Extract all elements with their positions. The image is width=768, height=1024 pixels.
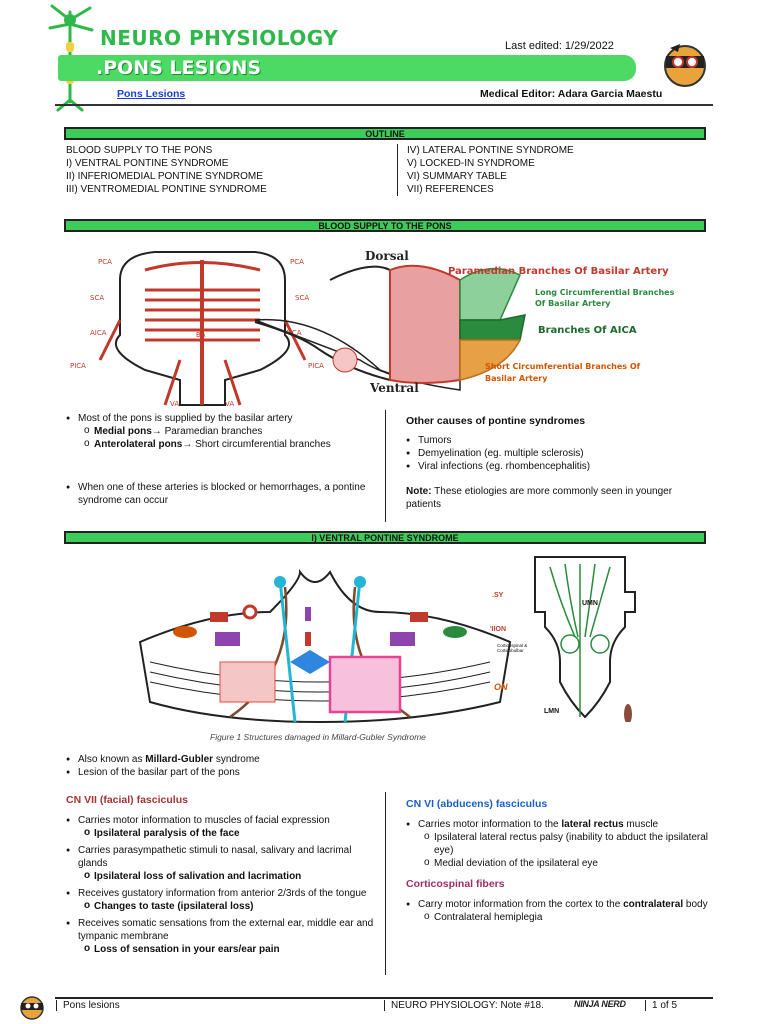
label-pica-left: PICA bbox=[70, 362, 86, 370]
list-item: Most of the pons is supplied by the basi… bbox=[66, 412, 376, 425]
list-item: Demyelination (eg. multiple sclerosis) bbox=[406, 447, 706, 460]
footer-divider bbox=[55, 997, 713, 999]
label-sca-left: SCA bbox=[90, 294, 104, 302]
label-sca-right: SCA bbox=[295, 294, 309, 302]
footer-title: Pons lesions bbox=[56, 1000, 120, 1011]
note-title-text: PONS LESIONS bbox=[103, 57, 262, 79]
blood-supply-left-text: Most of the pons is supplied by the basi… bbox=[66, 412, 376, 507]
other-causes-title: Other causes of pontine syndromes bbox=[406, 415, 586, 427]
label-long-circ-2: Of Basilar Artery bbox=[535, 299, 611, 308]
label-paramedian: Paramedian Branches Of Basilar Artery bbox=[448, 266, 669, 277]
medical-editor: Medical Editor: Adara Garcia Maestu bbox=[480, 88, 663, 100]
outline-item[interactable]: I) VENTRAL PONTINE SYNDROME bbox=[66, 158, 229, 169]
label-sy: .SY bbox=[492, 592, 504, 599]
label-aica-left: AICA bbox=[90, 329, 107, 337]
list-item: Also known as Millard-Gubler syndrome bbox=[66, 753, 706, 766]
ventral-intro: Also known as Millard-Gubler syndrome Le… bbox=[66, 753, 706, 779]
label-va-left: VA bbox=[170, 400, 179, 408]
list-sub-item: Contralateral hemiplegia bbox=[406, 910, 711, 924]
label-long-circ-1: Long Circumferential Branches bbox=[535, 288, 675, 297]
figure-caption: Figure 1 Structures damaged in Millard-G… bbox=[210, 732, 426, 742]
column-divider bbox=[385, 410, 386, 522]
outline-right: IV) LATERAL PONTINE SYNDROME V) LOCKED-I… bbox=[407, 144, 707, 196]
list-sub-item: Ipsilateral paralysis of the face bbox=[66, 826, 382, 840]
corticospinal-title: Corticospinal fibers bbox=[406, 878, 505, 890]
brainstem-diagram bbox=[98, 251, 307, 406]
list-item: Tumors bbox=[406, 434, 706, 447]
label-aica-right: AICA bbox=[285, 329, 302, 337]
header-divider bbox=[55, 104, 713, 106]
label-aica-branches: Branches Of AICA bbox=[538, 325, 637, 336]
list-sub-item: Changes to taste (ipsilateral loss) bbox=[66, 899, 382, 913]
outline-item[interactable]: VII) REFERENCES bbox=[407, 184, 494, 195]
cn6-title: CN VI (abducens) fasciculus bbox=[406, 798, 548, 810]
list-sub-item: Loss of sensation in your ears/ear pain bbox=[66, 942, 382, 956]
outline-item[interactable]: BLOOD SUPPLY TO THE PONS bbox=[66, 145, 213, 156]
label-ion: 'IION bbox=[490, 626, 507, 633]
pons-cross-section bbox=[254, 264, 526, 391]
label-umn: UMN bbox=[582, 600, 598, 607]
title-banner bbox=[58, 55, 636, 81]
label-pca-right: PCA bbox=[290, 258, 304, 266]
ninja-footer-icon bbox=[20, 996, 44, 1020]
cn7-section: CN VII (facial) fasciculus Carries motor… bbox=[66, 794, 382, 956]
outline-item[interactable]: III) VENTROMEDIAL PONTINE SYNDROME bbox=[66, 184, 267, 195]
list-sub-item: Medial pons→ Paramedian branches bbox=[66, 424, 376, 438]
pons-lesions-link[interactable]: Pons Lesions bbox=[117, 88, 186, 100]
label-on: ON bbox=[494, 682, 508, 692]
label-dorsal: Dorsal bbox=[365, 249, 409, 263]
course-title: NEURO PHYSIOLOGY bbox=[100, 26, 339, 50]
ninja-mascot-icon bbox=[664, 44, 706, 87]
label-pca-left: PCA bbox=[98, 258, 112, 266]
list-item: When one of these arteries is blocked or… bbox=[66, 481, 376, 507]
list-item: Carries motor information to muscles of … bbox=[66, 814, 382, 827]
label-lmn: LMN bbox=[544, 708, 560, 715]
column-divider bbox=[385, 792, 386, 975]
blood-supply-bar: BLOOD SUPPLY TO THE PONS bbox=[64, 219, 706, 232]
list-item: Carries motor information to the lateral… bbox=[406, 818, 711, 831]
list-item: Lesion of the basilar part of the pons bbox=[66, 766, 706, 779]
outline-item[interactable]: II) INFERIOMEDIAL PONTINE SYNDROME bbox=[66, 171, 263, 182]
ventral-pons-figure bbox=[138, 569, 512, 724]
label-corticospinal: Corticospinal & Corticobulbar bbox=[497, 643, 528, 653]
note-title: .PONS LESIONS bbox=[96, 57, 261, 79]
ventral-pontine-bar: I) VENTRAL PONTINE SYNDROME bbox=[64, 531, 706, 544]
list-item: Receives gustatory information from ante… bbox=[66, 887, 382, 900]
list-sub-item: Ipsilateral lateral rectus palsy (inabil… bbox=[406, 830, 711, 857]
outline-divider bbox=[397, 144, 398, 196]
outline-item[interactable]: IV) LATERAL PONTINE SYNDROME bbox=[407, 145, 574, 156]
label-ba: BA bbox=[196, 331, 206, 339]
brainstem-tract-figure bbox=[534, 556, 636, 722]
ninja-nerd-brand: NINJA NERD bbox=[574, 999, 626, 1009]
note-text: Note: These etiologies are more commonly… bbox=[406, 486, 673, 510]
page-number: 1 of 5 bbox=[645, 1000, 677, 1011]
title-dot: . bbox=[96, 57, 104, 79]
list-sub-item: Medial deviation of the ipsilateral eye bbox=[406, 856, 711, 870]
label-ventral: Ventral bbox=[369, 381, 419, 395]
label-va-right: VA bbox=[225, 400, 234, 408]
label-short-circ-2: Basilar Artery bbox=[485, 374, 548, 383]
label-short-circ-1: Short Circumferential Branches Of bbox=[485, 362, 641, 371]
blood-supply-right-text: Other causes of pontine syndromes Tumors… bbox=[406, 415, 706, 511]
outline-item[interactable]: V) LOCKED-IN SYNDROME bbox=[407, 158, 535, 169]
list-item: Receives somatic sensations from the ext… bbox=[66, 917, 382, 943]
label-pica-right: PICA bbox=[308, 362, 324, 370]
footer-note: NEURO PHYSIOLOGY: Note #18. bbox=[384, 1000, 544, 1011]
list-sub-item: Ipsilateral loss of salivation and lacri… bbox=[66, 869, 382, 883]
outline-left: BLOOD SUPPLY TO THE PONS I) VENTRAL PONT… bbox=[66, 144, 386, 196]
cn7-title: CN VII (facial) fasciculus bbox=[66, 794, 188, 806]
cn6-section: CN VI (abducens) fasciculus Carries moto… bbox=[406, 798, 711, 924]
list-sub-item: Anterolateral pons→ Short circumferentia… bbox=[66, 437, 376, 451]
outline-item[interactable]: VI) SUMMARY TABLE bbox=[407, 171, 507, 182]
list-item: Viral infections (eg. rhombencephalitis) bbox=[406, 460, 706, 473]
last-edited: Last edited: 1/29/2022 bbox=[505, 40, 614, 52]
list-item: Carry motor information from the cortex … bbox=[406, 898, 711, 911]
outline-bar: OUTLINE bbox=[64, 127, 706, 140]
blood-supply-figure: PCA PCA SCA SCA BA AICA AICA PICA PICA V… bbox=[70, 249, 675, 408]
list-item: Carries parasympathetic stimuli to nasal… bbox=[66, 844, 382, 870]
